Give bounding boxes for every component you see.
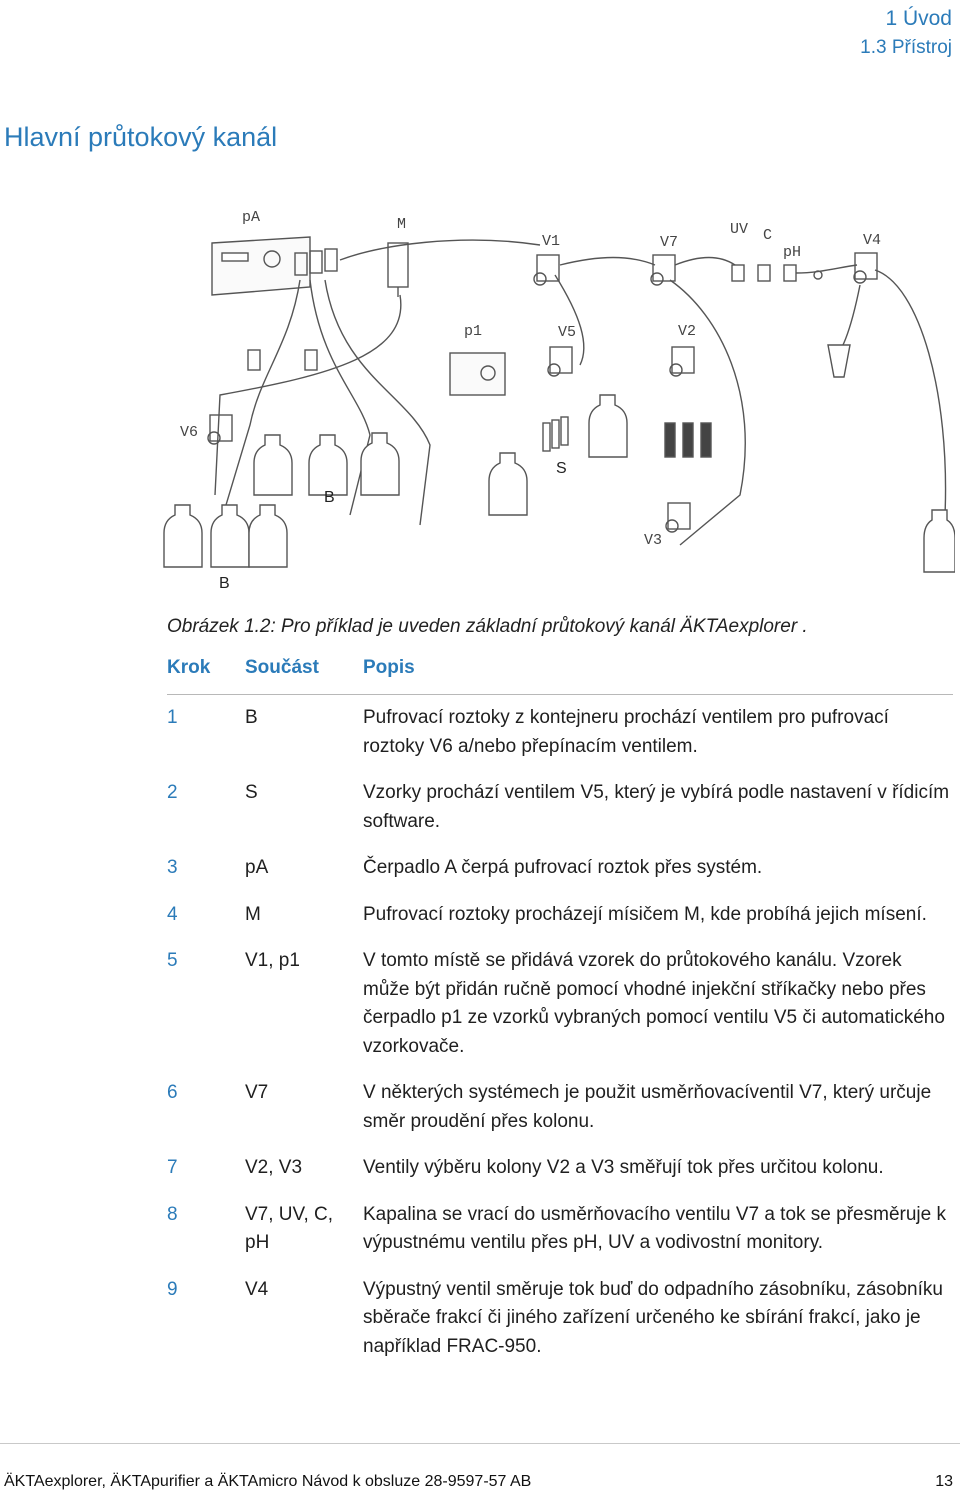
- table-row: 2 S Vzorky prochází ventilem V5, který j…: [167, 779, 953, 836]
- flow-path-figure: pA M V1 V7 UV C pH V4 p1 V5 V2 V6 S B V3…: [160, 195, 955, 595]
- table-row: 9 V4 Výpustný ventil směruje tok buď do …: [167, 1276, 953, 1362]
- label-pA: pA: [242, 209, 260, 226]
- label-V6: V6: [180, 424, 198, 441]
- step-part: V1, p1: [245, 950, 300, 971]
- header-soucast: Součást: [245, 657, 319, 678]
- step-part: V2, V3: [245, 1157, 303, 1178]
- label-C: C: [763, 227, 772, 244]
- step-number: 8: [167, 1203, 178, 1225]
- label-V2: V2: [678, 323, 696, 340]
- label-S: S: [556, 460, 567, 477]
- header-popis: Popis: [363, 657, 415, 678]
- header-krok: Krok: [167, 657, 211, 678]
- step-number: 1: [167, 707, 178, 728]
- table-row: 7 V2, V3 Ventily výběru kolony V2 a V3 s…: [167, 1154, 953, 1183]
- step-number: 7: [167, 1157, 178, 1178]
- step-number: 9: [167, 1278, 178, 1300]
- chapter-title: 1 Úvod: [885, 7, 952, 30]
- step-description: V tomto místě se přidává vzorek do průto…: [363, 950, 945, 1057]
- label-V4: V4: [863, 232, 881, 249]
- step-part: V7, UV, C, pH: [245, 1203, 334, 1254]
- step-description: Výpustný ventil směruje tok buď do odpad…: [363, 1278, 943, 1357]
- page-number: 13: [935, 1473, 953, 1490]
- step-part: B: [245, 707, 258, 728]
- step-part: S: [245, 782, 258, 803]
- section-title: Hlavní průtokový kanál: [4, 122, 278, 152]
- steps-table: Krok Součást Popis 1 B Pufrovací roztoky…: [167, 654, 953, 1361]
- step-description: V některých systémech je použit usměrňov…: [363, 1082, 932, 1132]
- table-header: Krok Součást Popis: [167, 654, 953, 695]
- label-V5: V5: [558, 324, 576, 341]
- step-description: Čerpadlo A čerpá pufrovací roztok přes s…: [363, 857, 763, 878]
- label-V7: V7: [660, 234, 678, 251]
- flow-path-diagram: pA M V1 V7 UV C pH V4 p1 V5 V2 V6 S B V3…: [163, 209, 955, 592]
- label-V1: V1: [542, 233, 560, 250]
- step-part: V4: [245, 1278, 269, 1300]
- label-B-bottom: B: [219, 575, 230, 592]
- step-description: Kapalina se vrací do usměrňovacího venti…: [363, 1203, 946, 1254]
- label-B-top: B: [324, 489, 335, 506]
- footer-title: ÄKTAexplorer, ÄKTApurifier a ÄKTAmicro N…: [4, 1473, 532, 1490]
- step-description: Pufrovací roztoky procházejí mísičem M, …: [363, 903, 927, 925]
- step-part: pA: [245, 857, 269, 878]
- label-pH: pH: [783, 244, 801, 261]
- table-row: 4 M Pufrovací roztoky procházejí mísičem…: [167, 901, 953, 930]
- table-row: 8 V7, UV, C, pH Kapalina se vrací do usm…: [167, 1201, 953, 1258]
- table-row: 6 V7 V některých systémech je použit usm…: [167, 1079, 953, 1136]
- step-number: 4: [167, 903, 178, 925]
- table-row: 3 pA Čerpadlo A čerpá pufrovací roztok p…: [167, 854, 953, 883]
- figure-caption: Obrázek 1.2: Pro příklad je uveden zákla…: [167, 616, 808, 637]
- label-UV: UV: [730, 221, 748, 238]
- step-description: Pufrovací roztoky z kontejneru prochází …: [363, 707, 889, 757]
- step-number: 5: [167, 950, 178, 971]
- table-row: 1 B Pufrovací roztoky z kontejneru proch…: [167, 704, 953, 761]
- label-p1: p1: [464, 323, 482, 340]
- footer-divider: [0, 1443, 960, 1444]
- step-description: Vzorky prochází ventilem V5, který je vy…: [363, 782, 950, 832]
- step-part: M: [245, 903, 261, 925]
- step-number: 3: [167, 857, 178, 878]
- label-M: M: [397, 216, 406, 233]
- table-row: 5 V1, p1 V tomto místě se přidává vzorek…: [167, 947, 953, 1061]
- label-V3: V3: [644, 532, 662, 549]
- section-number: 1.3 Přístroj: [860, 37, 952, 58]
- step-number: 6: [167, 1082, 178, 1103]
- step-number: 2: [167, 782, 178, 803]
- step-description: Ventily výběru kolony V2 a V3 směřují to…: [363, 1157, 884, 1178]
- step-part: V7: [245, 1082, 269, 1103]
- running-header: 1 Úvod 1.3 Přístroj: [860, 4, 952, 62]
